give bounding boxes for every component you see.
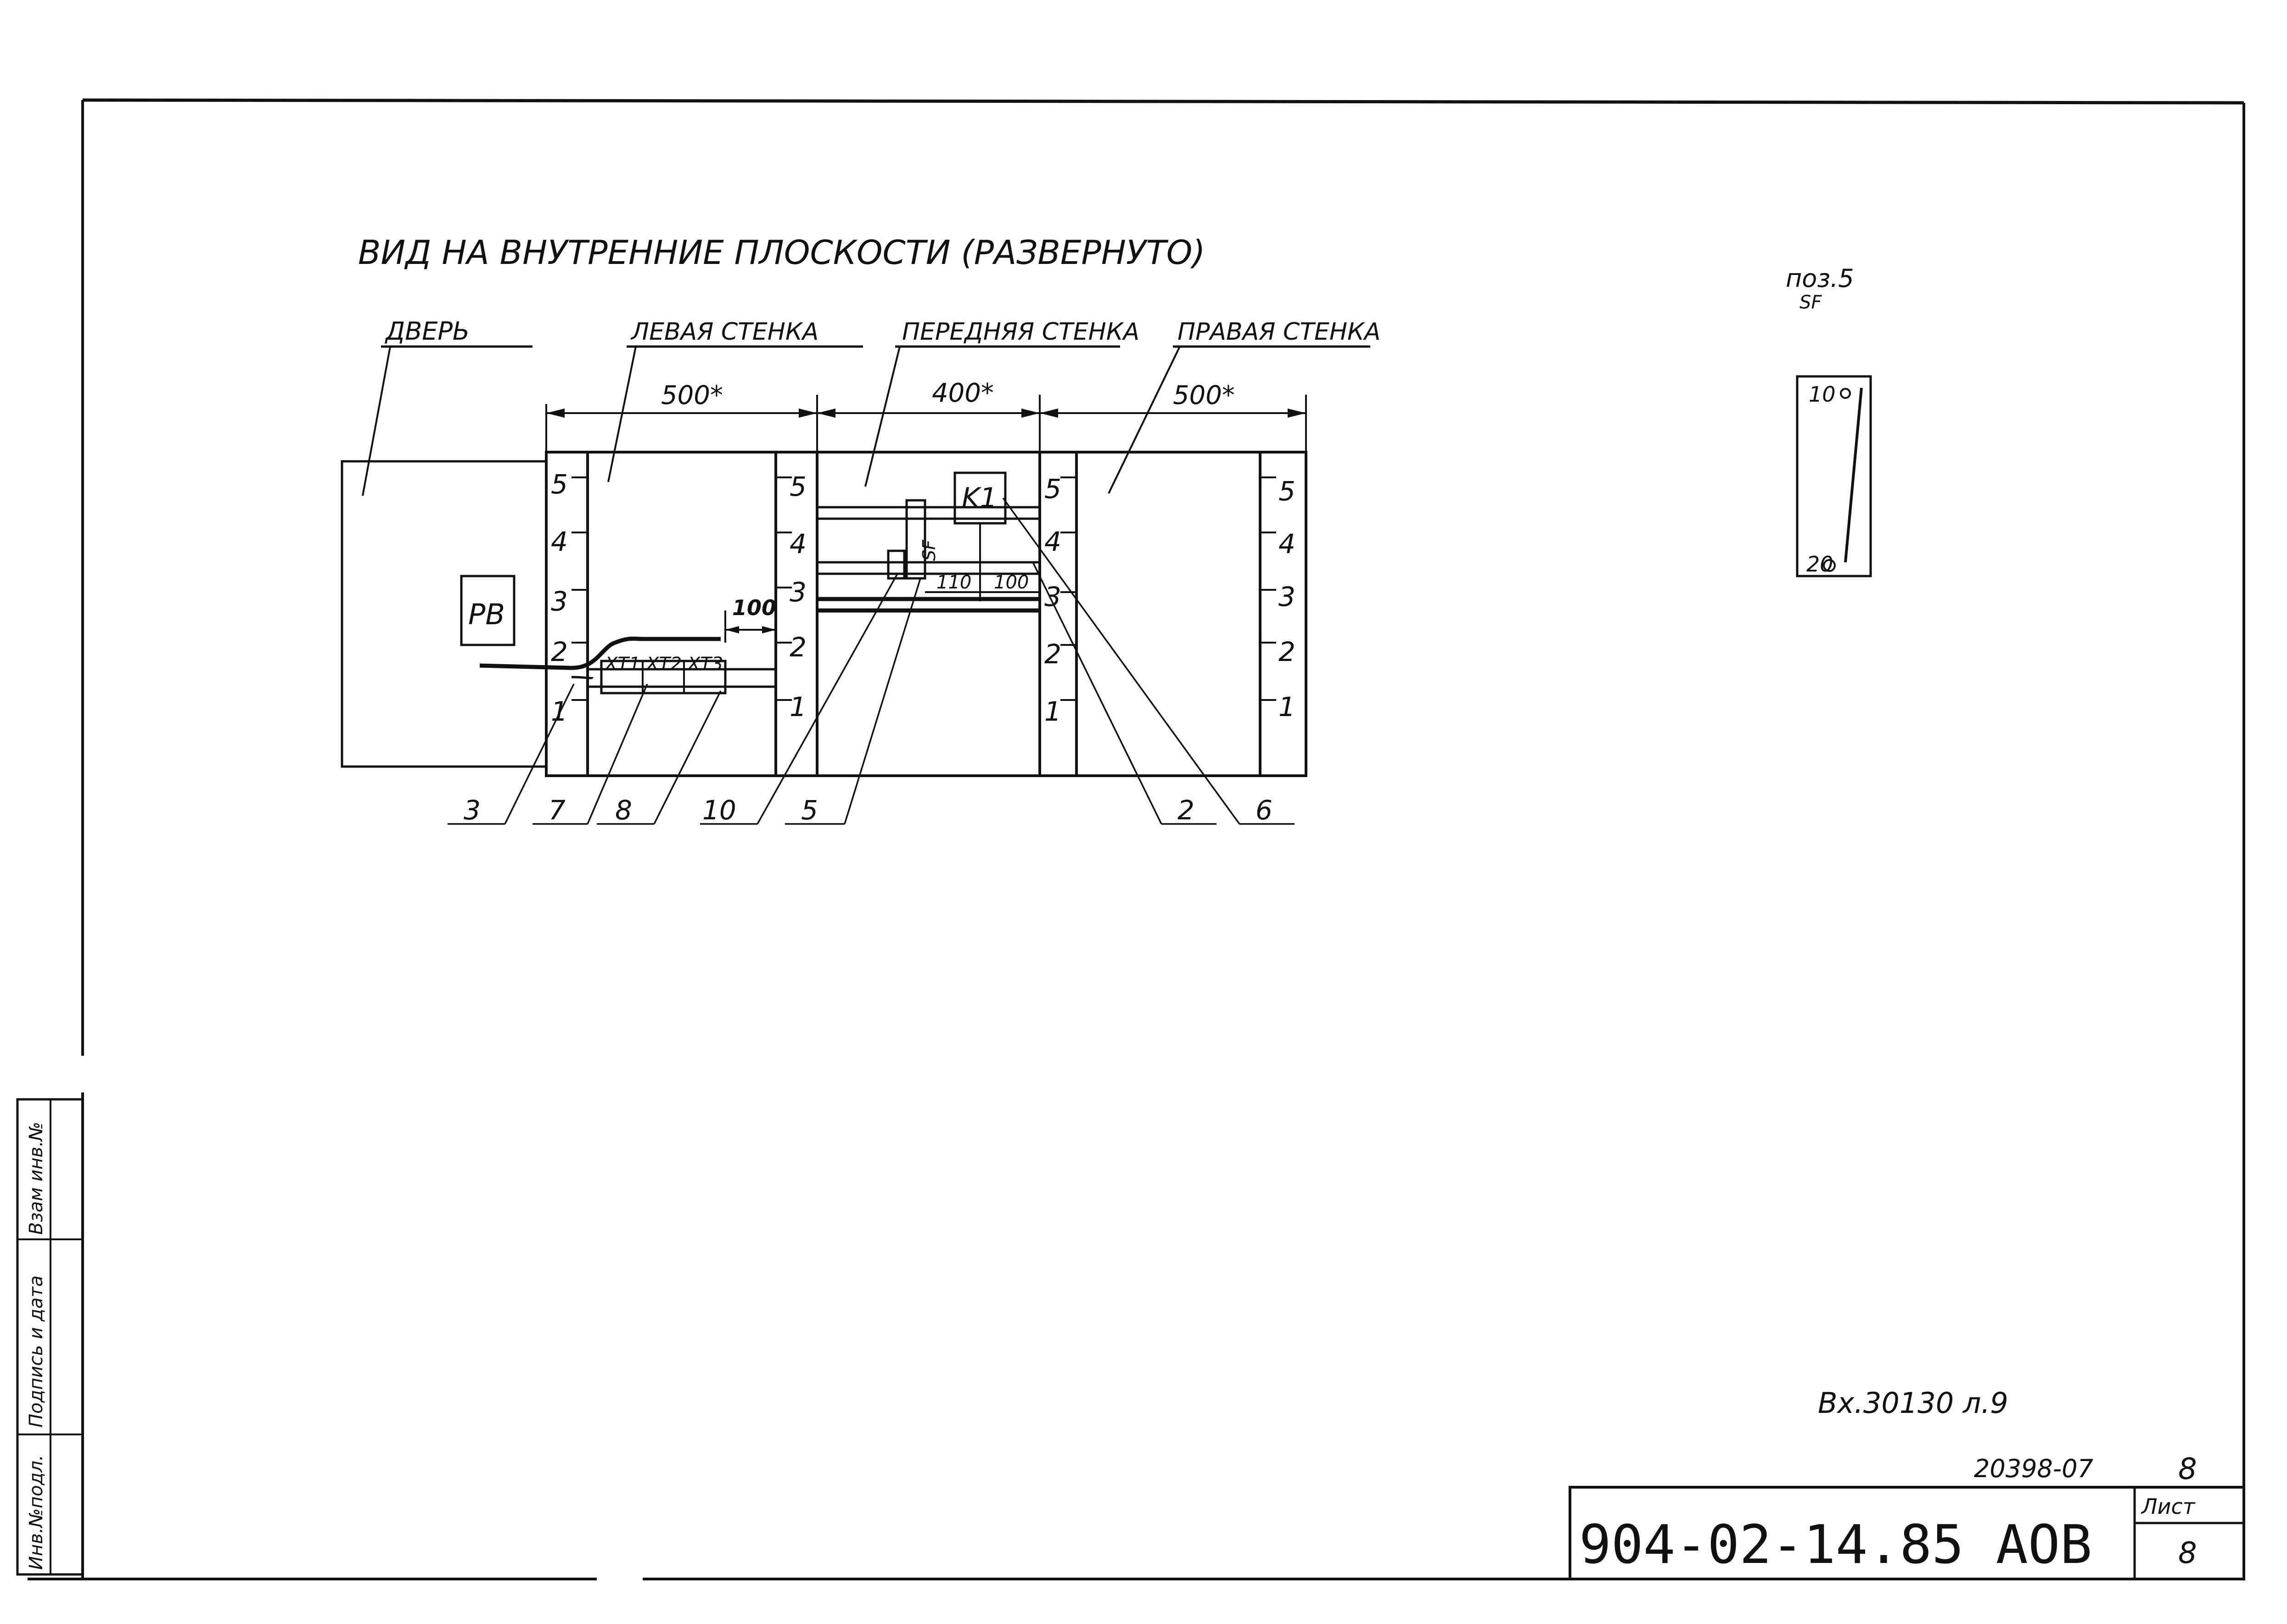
- rail-level-2: 2: [1278, 636, 1295, 667]
- switch-sf-label: SF: [919, 539, 939, 561]
- sheet-frame: [28, 98, 2245, 1580]
- dim-front-small: 110 100: [925, 572, 1040, 601]
- contactor-label: K1: [962, 482, 998, 514]
- right-wall-label: ПРАВАЯ СТЕНКА: [1177, 318, 1380, 346]
- rail-level-4: 4: [1044, 526, 1061, 557]
- rail-level-4: 4: [790, 528, 807, 560]
- sheet-number-top: 8: [2178, 1452, 2197, 1486]
- sheet-label: Лист: [2141, 1494, 2196, 1519]
- terminal-xt3: XT3: [687, 654, 723, 675]
- order-number: 20398-07: [1974, 1454, 2093, 1483]
- scale-left-a: 5 4 3 2 1: [551, 469, 568, 727]
- detail-pos-sub: SF: [1799, 292, 1822, 313]
- callout-8: 8: [615, 795, 632, 826]
- detail-pos-label: поз.5: [1786, 264, 1854, 293]
- terminal-xt2: XT2: [645, 654, 682, 675]
- rail-level-3: 3: [551, 586, 568, 617]
- scale-left-b: 5 4 3 2 1: [790, 471, 807, 722]
- callout-2: 2: [1177, 795, 1194, 826]
- door-cable: [479, 636, 721, 670]
- terminal-rail: XT1 XT2 XT3: [586, 654, 777, 694]
- document-code: 904-02-14.85 АОВ: [1579, 1514, 2092, 1576]
- relay-block-label: PB: [468, 598, 505, 631]
- rail-level-2: 2: [1044, 638, 1061, 670]
- right-wall-panel: [1038, 451, 1307, 777]
- left-wall-label: ЛЕВАЯ СТЕНКА: [630, 318, 818, 346]
- contactor-k1: K1: [953, 471, 1007, 578]
- left-wall-panel: [545, 451, 818, 777]
- detail-scale-top: 10: [1809, 382, 1836, 407]
- front-wall-label: ПЕРЕДНЯЯ СТЕНКА: [902, 318, 1139, 346]
- dim-100-front-label: 100: [994, 572, 1029, 593]
- callout-10: 10: [702, 795, 736, 826]
- side-stamp: Взам инв.№ Подпись и дата Инв.№подл.: [16, 1098, 84, 1576]
- scale-right-a: 5 4 3 2 1: [1044, 473, 1061, 727]
- rail-level-3: 3: [1044, 581, 1061, 612]
- rail-level-5: 5: [1044, 473, 1061, 504]
- stamp-signature-date: Подпись и дата: [26, 1276, 47, 1428]
- rail-level-2: 2: [551, 636, 568, 667]
- rail-level-1: 1: [790, 691, 807, 722]
- scale-right-b: 5 4 3 2 1: [1278, 476, 1295, 722]
- drawing-title: ВИД НА ВНУТРЕННИЕ ПЛОСКОСТИ (РАЗВЕРНУТО): [358, 233, 1205, 272]
- switch-sf: SF: [887, 499, 939, 580]
- rail-level-4: 4: [1278, 528, 1295, 560]
- dim-100-left: 100: [724, 595, 776, 643]
- stamp-replace-inv: Взам инв.№: [26, 1122, 47, 1235]
- scale-ticks: [572, 476, 1276, 701]
- door-panel: [341, 460, 548, 768]
- dim-right-width: 500*: [1173, 381, 1235, 410]
- sheet-number: 8: [2178, 1536, 2197, 1570]
- rail-level-3: 3: [1278, 581, 1295, 612]
- dim-front-width: 400*: [932, 378, 994, 408]
- callout-5: 5: [801, 795, 818, 826]
- rail-level-5: 5: [1278, 476, 1295, 507]
- stamp-inv-original: Инв.№подл.: [26, 1455, 47, 1570]
- dimension-chain: 500* 400* 500*: [545, 378, 1307, 459]
- rail-level-5: 5: [790, 471, 807, 502]
- callout-3: 3: [464, 795, 481, 826]
- rail-level-1: 1: [1278, 691, 1295, 722]
- rail-level-5: 5: [551, 469, 568, 500]
- callout-7: 7: [549, 795, 566, 826]
- callout-6: 6: [1256, 795, 1272, 826]
- title-block: 20398-07 8 904-02-14.85 АОВ Лист 8: [1569, 1452, 2245, 1580]
- rail-level-4: 4: [551, 526, 568, 557]
- rail-level-1: 1: [1044, 696, 1061, 727]
- terminal-xt1: XT1: [604, 654, 640, 675]
- detail-pos5: поз.5 SF 10 20: [1786, 264, 1872, 577]
- rail-level-3: 3: [790, 577, 807, 608]
- detail-scale-bottom: 20: [1806, 552, 1833, 577]
- ref-note: Вх.30130 л.9: [1818, 1386, 2008, 1420]
- callout-numbers: 3 7 8 10 5 2 6: [464, 795, 1272, 826]
- panel-headings: ДВЕРЬ ЛЕВАЯ СТЕНКА ПЕРЕДНЯЯ СТЕНКА ПРАВА…: [362, 317, 1380, 496]
- rail-level-2: 2: [790, 632, 807, 663]
- relay-block-pb: PB: [460, 575, 516, 646]
- door-label: ДВЕРЬ: [385, 317, 470, 346]
- callout-leaders: [448, 497, 1295, 825]
- dim-110-label: 110: [936, 572, 971, 593]
- dim-left-width: 500*: [661, 381, 723, 410]
- dim-100-label: 100: [732, 595, 776, 620]
- front-wall-rails: [817, 506, 1040, 613]
